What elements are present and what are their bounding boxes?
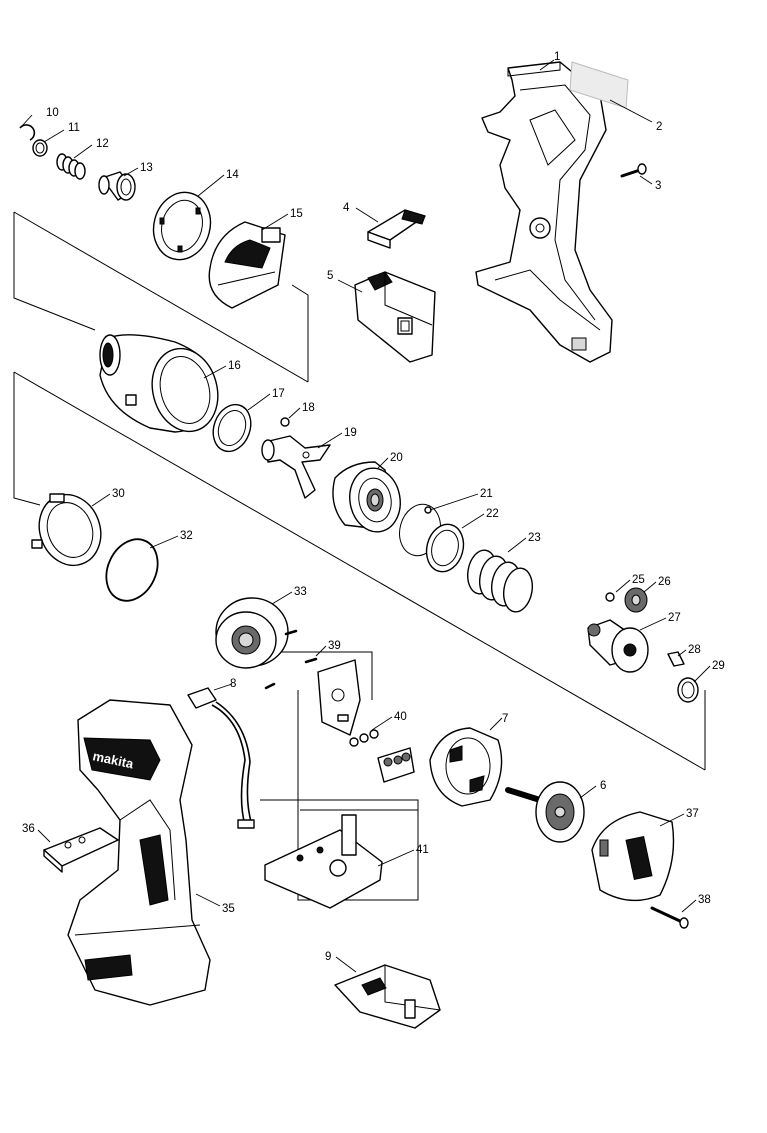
part-35-housing-set: makita [67,699,211,1006]
part-label-6: 6 [600,780,606,792]
part-5-switch [354,271,436,363]
part-12-spring [56,153,86,180]
part-label-26: 26 [658,576,671,588]
assembly-frame-lines [13,211,706,901]
part-label-21: 21 [480,488,493,500]
part-39-plate [304,657,361,736]
part-28-pin [667,651,685,667]
part-label-37: 37 [686,808,699,820]
part-label-4: 4 [343,202,350,214]
part-label-9: 9 [325,951,331,963]
part-label-36: 36 [22,823,35,835]
part-label-35: 35 [222,903,235,915]
part-26-spur-gear [624,587,648,613]
part-label-10: 10 [46,107,59,119]
part-label-16: 16 [228,360,241,372]
part-label-19: 19 [344,427,357,439]
part-label-41: 41 [416,844,429,856]
part-label-20: 20 [390,452,403,464]
part-8-lead-wire [187,682,276,829]
part-6-rotor [505,781,585,843]
part-label-5: 5 [327,270,333,282]
part-label-32: 32 [180,530,193,542]
part-label-15: 15 [290,208,303,220]
part-label-25: 25 [632,574,645,586]
part-19-anvil [261,435,331,499]
part-label-29: 29 [712,660,725,672]
part-number-labels: 1 2 3 4 5 6 7 8 9 10 11 12 13 14 15 16 1… [22,51,725,963]
part-label-7: 7 [502,713,508,725]
part-29-washer [677,677,699,703]
part-25-steel-ball [605,592,615,602]
part-label-8: 8 [230,678,236,690]
part-label-18: 18 [302,402,315,414]
part-38-screw [650,906,689,929]
part-label-14: 14 [226,169,239,181]
part-label-30: 30 [112,488,125,500]
part-label-1: 1 [554,51,560,63]
part-30-front-ring [31,493,102,567]
part-label-40: 40 [394,711,407,723]
part-1-housing-half [475,61,613,363]
part-13-sleeve [98,171,136,201]
part-40-terminal-block [349,729,415,783]
part-23-compression-spring [466,549,534,613]
part-label-11: 11 [68,122,80,134]
part-17-washer [212,403,252,453]
part-label-2: 2 [656,121,662,133]
part-label-27: 27 [668,612,681,624]
part-label-28: 28 [688,644,701,656]
part-label-23: 23 [528,532,541,544]
part-37-rear-cover [591,811,675,902]
part-4-switch-lever [367,209,426,249]
part-label-33: 33 [294,586,307,598]
part-18-steel-ball [280,417,290,427]
part-15-front-cover [208,221,286,309]
part-10-retaining-ring [19,124,36,141]
part-label-13: 13 [140,162,153,174]
part-11-washer [32,139,48,157]
part-27-spindle [587,619,649,673]
part-32-o-ring [105,538,159,602]
part-36-cover-plate [43,827,119,873]
part-16-hammer-case [99,334,219,433]
part-label-38: 38 [698,894,711,906]
part-9-battery-terminal [334,964,441,1029]
part-7-stator [429,727,503,807]
part-20-hammer [332,461,401,533]
part-41-controller [264,814,383,909]
part-14-bumper-ring [152,191,212,261]
part-33-gear-housing [215,597,298,669]
part-label-3: 3 [655,180,661,192]
part-label-12: 12 [96,138,109,150]
leader-lines [21,59,711,973]
part-22-flat-washer [425,523,465,573]
part-label-39: 39 [328,640,341,652]
part-label-22: 22 [486,508,499,520]
part-label-17: 17 [272,388,285,400]
part-3-screw [620,163,647,178]
